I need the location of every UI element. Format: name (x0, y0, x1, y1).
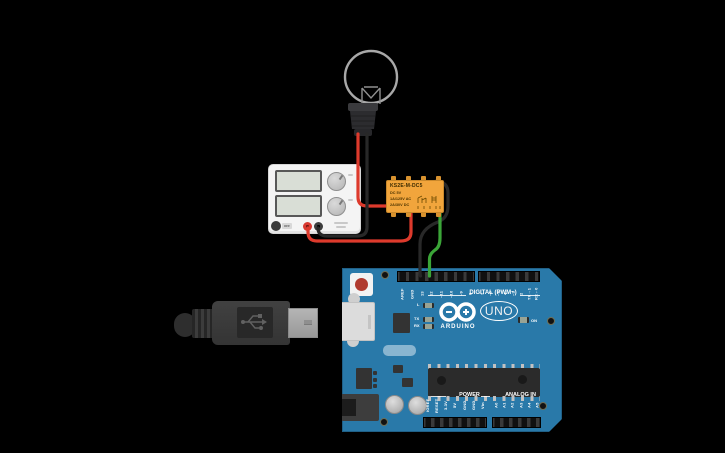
led-l (423, 303, 434, 308)
arduino-brand-label: ARDUINO (440, 324, 476, 330)
mcu-pins-bottom (428, 396, 540, 401)
bulb-collar (348, 103, 378, 111)
relay-pin[interactable] (406, 211, 411, 217)
relay-schematic-icon (417, 195, 441, 209)
relay-pin[interactable] (436, 176, 441, 182)
smd-component (393, 365, 403, 373)
regulator-pad (373, 384, 377, 388)
atmega328-chip (428, 368, 540, 397)
bulb-base-bands (351, 115, 375, 127)
led-on-label: ON (531, 318, 537, 323)
power-jack-opening (342, 399, 356, 416)
relay-pin[interactable] (421, 211, 426, 217)
led-tx (423, 317, 434, 322)
relay-pin[interactable] (436, 211, 441, 217)
wire-black-bulb-to-psu[interactable] (316, 132, 369, 238)
power-toggle[interactable]: OFF (282, 223, 292, 229)
capacitor (385, 395, 404, 414)
silkscreen-line (481, 396, 490, 397)
silkscreen-line (431, 396, 446, 397)
power-header[interactable] (423, 417, 487, 428)
digital-header-right[interactable] (478, 271, 540, 282)
bulb-filament (361, 86, 381, 104)
led-l-label: L (417, 302, 420, 307)
usb-connector-slot (304, 320, 312, 325)
relay-pin[interactable] (421, 176, 426, 182)
usb-trident-icon (241, 314, 267, 330)
light-bulb[interactable] (343, 49, 399, 136)
power-toggle-icon[interactable] (271, 221, 281, 231)
arduino-uno-board[interactable]: AREF GND 13 12 ~11 ~10 ~9 8 7 ~6 ~5 4 ~3… (342, 268, 562, 432)
capacitor (408, 396, 427, 415)
silkscreen-line (428, 295, 466, 296)
mcu-pins-top (428, 364, 540, 369)
chip-dot (518, 375, 527, 384)
smd-component (402, 378, 413, 387)
relay-pin[interactable] (391, 176, 396, 182)
wire-green-relay-to-pin13[interactable] (427, 210, 442, 278)
bulb-glass (343, 49, 399, 105)
wire-red-psu-to-relay[interactable] (306, 210, 413, 243)
relay-body[interactable] (386, 180, 444, 213)
regulator-pad (373, 371, 377, 375)
usb-strain-relief (192, 309, 214, 338)
mounting-hole (381, 271, 389, 279)
power-section-label: POWER (459, 392, 480, 398)
usb-cable-tip (174, 313, 196, 337)
digital-header-left[interactable] (397, 271, 475, 282)
psu-branding (334, 222, 348, 224)
chip-dot (437, 376, 446, 385)
led-rx (423, 324, 434, 329)
knob-tick-label (348, 199, 353, 201)
silkscreen-pill (383, 345, 416, 356)
relay-coil-rating: DC 5V (390, 191, 402, 195)
silkscreen-line (520, 295, 540, 296)
power-supply-voltage-display (275, 170, 322, 192)
relay-pin[interactable] (391, 211, 396, 217)
mounting-hole (547, 317, 555, 325)
uno-model-label: UNO (480, 301, 518, 321)
reset-button-cap[interactable] (355, 278, 368, 291)
analog-header[interactable] (492, 417, 541, 428)
current-knob[interactable] (327, 197, 346, 216)
power-jack (342, 394, 379, 421)
mounting-hole (539, 402, 547, 410)
wire-black-relay-to-gnd[interactable] (418, 179, 450, 278)
knob-tick-label (348, 174, 353, 176)
reset-button[interactable] (350, 273, 373, 296)
usb-port-detail (368, 315, 371, 329)
voltage-knob[interactable] (327, 172, 346, 191)
relay-dc-rating: 2A/30V DC (390, 203, 410, 207)
relay-part-number: KS2E-M-DC5 (390, 183, 423, 189)
power-supply-current-display (275, 195, 322, 217)
digital-section-label: DIGITAL (PWM~) (469, 290, 517, 296)
usb-interface-chip (393, 313, 410, 333)
led-rx-label: RX (414, 323, 420, 328)
voltage-regulator (356, 368, 372, 389)
mounting-hole (380, 418, 388, 426)
regulator-pad (373, 378, 377, 382)
relay-ac-rating: 1A/125V AC (390, 197, 412, 201)
usb-metal-connector (288, 308, 318, 338)
psu-branding (336, 226, 346, 228)
led-tx-label: TX (414, 316, 420, 321)
analog-section-label: ANALOG IN (505, 392, 536, 398)
relay-pin[interactable] (406, 176, 411, 182)
led-on (518, 317, 529, 323)
arduino-infinity-logo (439, 302, 476, 322)
usb-port (342, 302, 375, 341)
